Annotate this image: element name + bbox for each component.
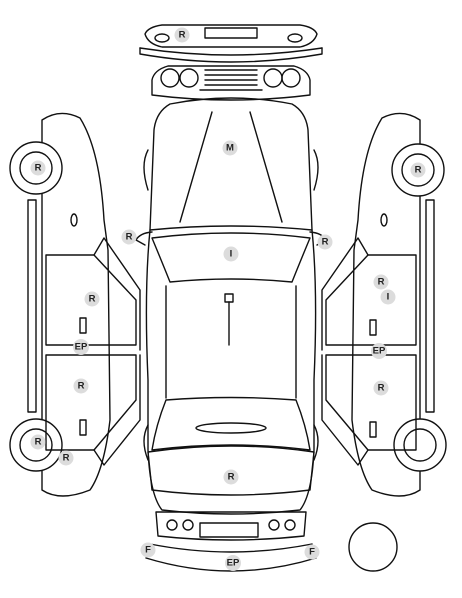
svg-text:EP: EP — [373, 346, 386, 357]
marker-front-bumper-left[interactable]: F — [140, 542, 156, 558]
marker-right-front-wheel[interactable]: R — [410, 162, 426, 178]
svg-text:F: F — [309, 547, 315, 558]
rear-bumper-view — [139, 24, 323, 63]
svg-text:R: R — [35, 163, 42, 174]
svg-text:R: R — [63, 453, 70, 464]
svg-text:F: F — [145, 545, 151, 556]
svg-text:R: R — [228, 472, 235, 483]
svg-text:M: M — [226, 143, 234, 154]
svg-text:EP: EP — [75, 342, 88, 353]
marker-right-rear-door[interactable]: R — [373, 380, 389, 396]
marker-front-bumper-right[interactable]: F — [304, 544, 320, 560]
marker-roof[interactable]: M — [222, 140, 238, 156]
svg-text:R: R — [89, 294, 96, 305]
marker-left-mirror[interactable]: R — [121, 229, 137, 245]
marker-rear-bumper-top[interactable]: R — [174, 27, 190, 43]
svg-text:R: R — [35, 437, 42, 448]
svg-text:EP: EP — [227, 558, 240, 569]
marker-left-front-door[interactable]: R — [84, 291, 100, 307]
svg-text:R: R — [378, 277, 385, 288]
svg-text:R: R — [378, 383, 385, 394]
marker-right-front-door[interactable]: R — [373, 274, 389, 290]
front-bumper-view — [145, 511, 317, 572]
marker-right-front-door-2[interactable]: I — [380, 289, 396, 305]
rear-car-view — [151, 65, 311, 101]
car-top-view — [135, 97, 327, 515]
marker-left-rear-door[interactable]: R — [73, 378, 89, 394]
marker-left-rear-wheel[interactable]: R — [30, 434, 46, 450]
left-side-view — [9, 112, 141, 497]
marker-hood-front[interactable]: R — [223, 469, 239, 485]
marker-left-rear-fender[interactable]: R — [58, 450, 74, 466]
svg-text:I: I — [230, 249, 233, 260]
marker-left-front-wheel[interactable]: R — [30, 160, 46, 176]
svg-text:R: R — [179, 30, 186, 41]
marker-right-mirror[interactable]: R — [317, 234, 333, 250]
marker-right-front-door-handle[interactable]: EP — [371, 343, 387, 359]
damage-markers: R M I R R R R R EP R R R R I EP R R F F … — [30, 27, 426, 571]
svg-text:R: R — [78, 381, 85, 392]
svg-text:R: R — [322, 237, 329, 248]
right-side-view — [321, 112, 447, 497]
svg-text:R: R — [415, 165, 422, 176]
svg-text:I: I — [387, 292, 390, 303]
svg-text:R: R — [126, 232, 133, 243]
spare-wheel — [348, 522, 398, 572]
marker-front-bumper-center[interactable]: EP — [225, 555, 241, 571]
marker-left-front-door-handle[interactable]: EP — [73, 339, 89, 355]
marker-windshield[interactable]: I — [223, 246, 239, 262]
